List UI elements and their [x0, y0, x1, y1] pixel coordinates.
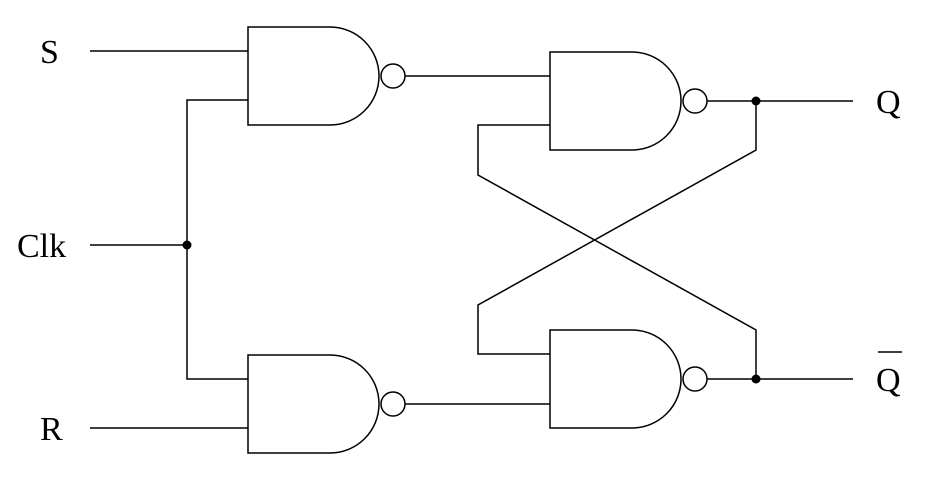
wire-clk-split — [186, 99, 248, 380]
inversion-bubble — [682, 366, 708, 392]
label-r: R — [40, 411, 63, 448]
label-q: Q — [876, 84, 901, 121]
label-clk: Clk — [17, 228, 66, 265]
nand-gate-output-q-bar — [549, 329, 682, 429]
inversion-bubble — [380, 391, 406, 417]
feedback-q-to-gate4 — [477, 101, 757, 355]
inversion-bubble — [682, 88, 708, 114]
label-q-bar: Q — [876, 362, 901, 399]
junction-clk — [182, 240, 192, 250]
inversion-bubble — [380, 63, 406, 89]
label-s: S — [40, 34, 59, 71]
nand-gate-input-s — [247, 26, 380, 126]
nand-gate-output-q — [549, 51, 682, 151]
feedback-q-bar-to-gate3 — [477, 124, 757, 379]
nand-gate-input-r — [247, 354, 380, 454]
